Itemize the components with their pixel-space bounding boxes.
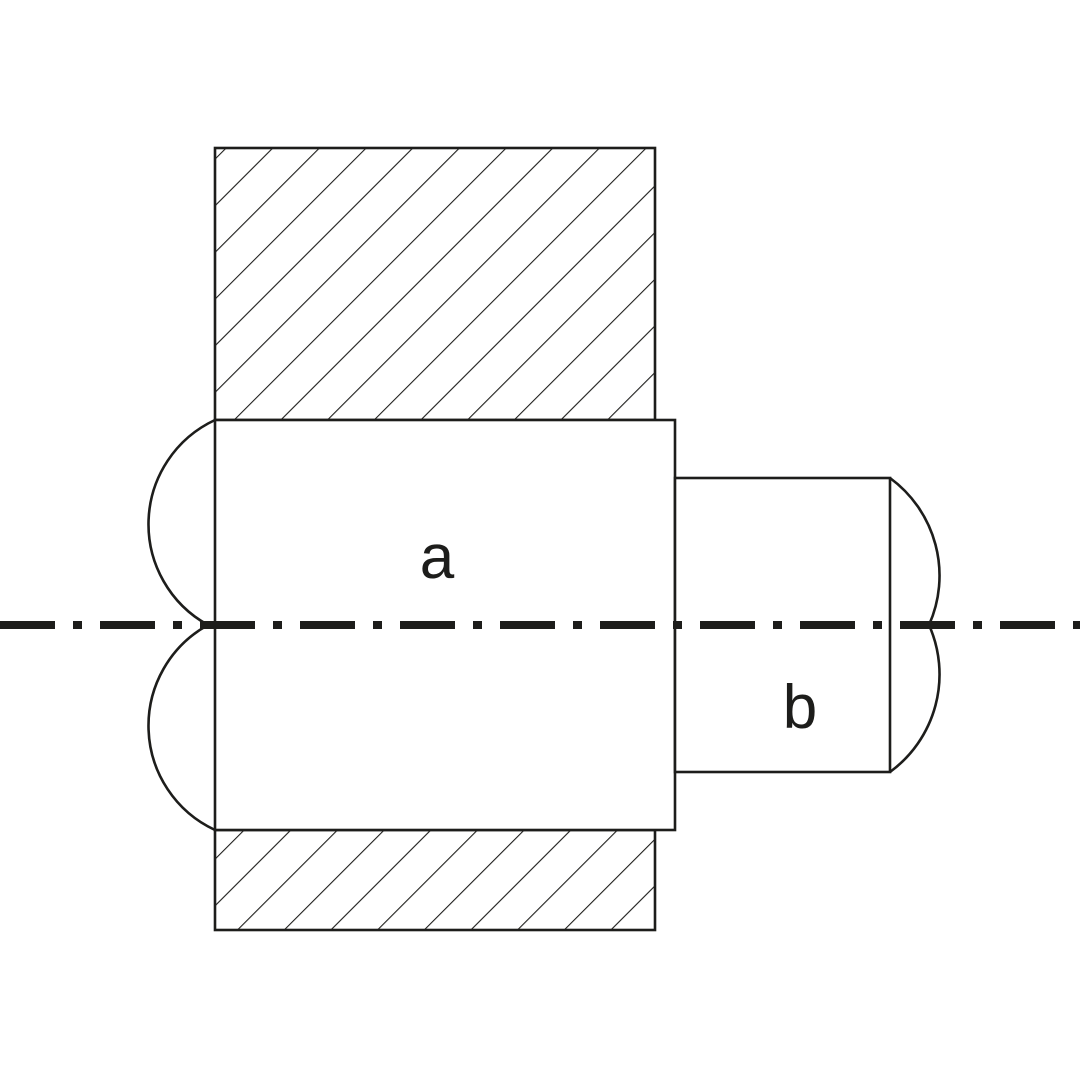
upper-plate-hatched-section xyxy=(213,146,657,422)
lower-plate-hatched-section xyxy=(213,828,657,932)
part-a-label: a xyxy=(420,523,455,592)
part-b-label: b xyxy=(783,673,817,742)
